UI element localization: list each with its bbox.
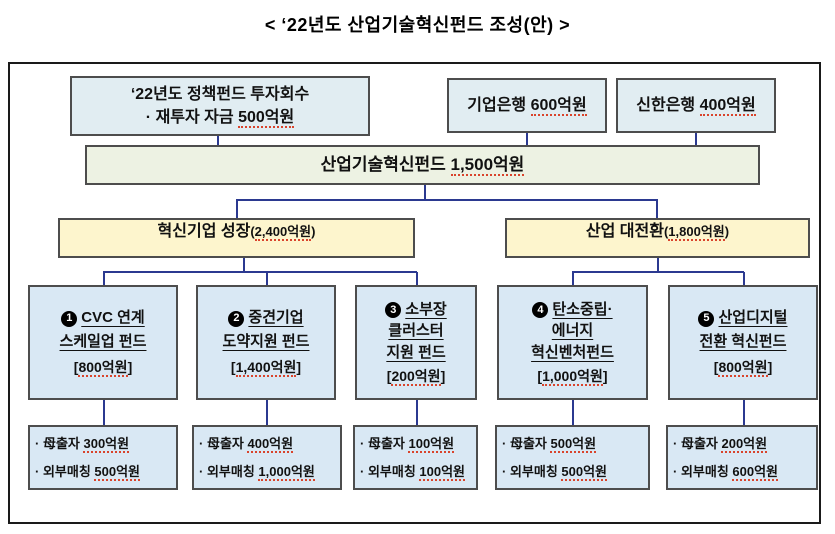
source-box-policy-fund-line1: ‘22년도 정책펀드 투자회수 — [130, 85, 310, 103]
detail-3-parent: · 母출자 100억원 — [360, 436, 455, 454]
fund-3-title-text1: 소부장 — [405, 300, 447, 318]
fund-number-icon: 4 — [532, 302, 549, 319]
detail-box-3: · 母출자 100억원 · 외부매칭 100억원 — [353, 425, 478, 490]
connector-fund2-stub — [266, 272, 268, 285]
connector-policy-to-total — [217, 136, 219, 145]
fund-1-title-text1: CVC 연계 — [81, 309, 145, 327]
fund-2-amount: [1,400억원] — [230, 359, 302, 378]
detail-box-5: · 母출자 200억원 · 외부매칭 600억원 — [666, 425, 818, 490]
fund-2-title-line2: 도약지원 펀드 — [222, 333, 310, 351]
connector-right-branch-drop — [657, 258, 659, 272]
detail-5-parent: · 母출자 200억원 — [673, 436, 768, 454]
fund-3-title-line2: 클러스터 — [388, 322, 444, 340]
diagram-title: < ‘22년도 산업기술혁신펀드 조성(안) > — [264, 15, 571, 35]
connector-fund3-stub — [416, 272, 418, 285]
source-box-policy-fund-line2: · 재투자 자금 500억원 — [145, 109, 295, 128]
detail-3-matching: · 외부매칭 100억원 — [360, 463, 466, 481]
source-box-ibk: 기업은행 600억원 — [447, 78, 607, 133]
fund-number-icon: 2 — [228, 310, 245, 327]
fund-5-amount: [800억원] — [713, 359, 773, 378]
fund-1-title-line2: 스케일업 펀드 — [59, 333, 147, 351]
connector-right-funds-horizontal — [572, 271, 744, 273]
branch-innovation-growth-amount: (2,400억원) — [250, 224, 316, 241]
fund-number-icon: 5 — [698, 310, 715, 327]
connector-left-branch-drop — [243, 258, 245, 272]
fund-3-title-line3: 지원 펀드 — [386, 344, 446, 362]
source-box-policy-fund: ‘22년도 정책펀드 투자회수 · 재투자 자금 500억원 — [70, 76, 370, 136]
connector-fund5-to-detail — [743, 400, 745, 425]
fund-5-title-line2: 전환 혁신펀드 — [699, 333, 787, 351]
branch-box-innovation-growth: 혁신기업 성장(2,400억원) — [58, 218, 415, 258]
branch-industry-transformation-amount: (1,800억원) — [663, 224, 730, 241]
detail-box-1: · 母출자 300억원 · 외부매칭 500억원 — [28, 425, 178, 490]
detail-1-matching: · 외부매칭 500억원 — [35, 463, 141, 481]
connector-ibk-to-total — [526, 133, 528, 145]
branch-innovation-growth-name: 혁신기업 성장 — [157, 223, 251, 240]
connector-fund4-stub — [572, 272, 574, 285]
connector-fund1-to-detail — [103, 400, 105, 425]
connector-branch-horizontal — [236, 199, 658, 201]
detail-2-parent: · 母출자 400억원 — [199, 436, 294, 454]
branch-box-industry-transformation: 산업 대전환(1,800억원) — [505, 218, 810, 258]
fund-5-title-text1: 산업디지털 — [718, 309, 788, 327]
connector-left-funds-horizontal — [103, 271, 417, 273]
connector-fund1-stub — [103, 272, 105, 285]
fund-4-title-line3: 혁신벤처펀드 — [531, 344, 614, 362]
connector-fund5-stub — [743, 272, 745, 285]
fund-1-amount: [800억원] — [73, 359, 133, 378]
fund-4-amount: [1,000억원] — [537, 367, 608, 386]
connector-branch-right-stub — [656, 200, 658, 218]
fund-2-title-text1: 중견기업 — [248, 309, 304, 327]
detail-box-2: · 母출자 400억원 · 외부매칭 1,000억원 — [192, 425, 342, 490]
connector-branch-left-stub — [236, 200, 238, 218]
detail-4-parent: · 母출자 500억원 — [502, 436, 597, 454]
source-box-shinhan: 신한은행 400억원 — [616, 78, 776, 133]
source-box-ibk-label: 기업은행 600억원 — [467, 96, 587, 116]
detail-4-matching: · 외부매칭 500억원 — [502, 463, 608, 481]
fund-4-title-text1: 탄소중립· — [552, 300, 613, 318]
detail-5-matching: · 외부매칭 600억원 — [673, 463, 779, 481]
branch-industry-transformation-name: 산업 대전환 — [585, 223, 664, 240]
detail-2-matching: · 외부매칭 1,000억원 — [199, 463, 315, 481]
detail-1-parent: · 母출자 300억원 — [35, 436, 130, 454]
fund-4-title-line2: 에너지 — [551, 322, 594, 340]
detail-box-4: · 母출자 500억원 · 외부매칭 500억원 — [495, 425, 650, 490]
source-box-shinhan-label: 신한은행 400억원 — [636, 96, 756, 116]
connector-fund2-to-detail — [266, 400, 268, 425]
connector-total-drop — [424, 185, 426, 200]
connector-fund4-to-detail — [572, 400, 574, 425]
total-fund-label: 산업기술혁신펀드 1,500억원 — [320, 154, 525, 176]
fund-number-icon: 3 — [385, 302, 402, 319]
connector-shinhan-to-total — [695, 133, 697, 145]
total-fund-bar: 산업기술혁신펀드 1,500억원 — [85, 145, 760, 185]
connector-fund3-to-detail — [416, 400, 418, 425]
fund-number-icon: 1 — [61, 310, 78, 327]
fund-3-amount: [200억원] — [386, 367, 446, 386]
